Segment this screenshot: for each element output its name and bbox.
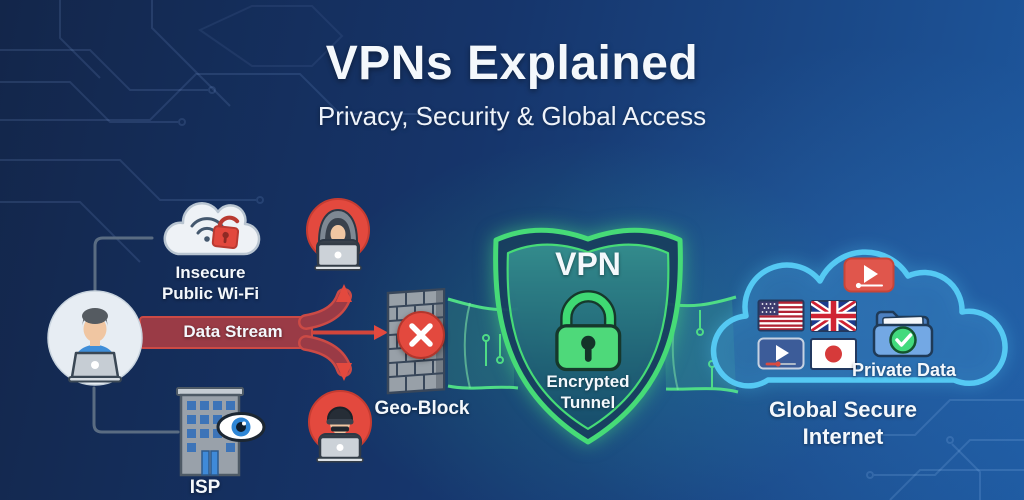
insecure-wifi-node bbox=[150, 186, 272, 275]
user-node bbox=[46, 289, 144, 392]
vpn-label: VPN bbox=[555, 246, 621, 282]
video-player-red-icon bbox=[843, 257, 895, 298]
insecure-wifi-label: Insecure Public Wi-Fi bbox=[161, 263, 260, 303]
data-stream-band bbox=[139, 284, 388, 381]
private-data-label: Private Data bbox=[851, 360, 957, 380]
isp-label: ISP bbox=[189, 477, 221, 498]
vpn-shield-node bbox=[477, 194, 699, 455]
isp-node bbox=[175, 385, 245, 482]
page-subtitle: Privacy, Security & Global Access bbox=[317, 101, 707, 131]
arrow-to-hacker-bottom bbox=[336, 363, 352, 381]
hacker-beanie-icon bbox=[308, 390, 372, 463]
wifi-cloud-unlocked-icon bbox=[163, 202, 261, 256]
tunnel-band-left bbox=[447, 297, 519, 390]
japan-flag-icon bbox=[809, 337, 858, 376]
hacker-hood-icon bbox=[306, 198, 370, 271]
uk-flag-icon bbox=[809, 299, 858, 338]
user-laptop-icon bbox=[47, 290, 143, 386]
arrow-to-hacker-top bbox=[336, 284, 352, 302]
us-flag-icon bbox=[757, 299, 805, 337]
encrypted-tunnel-label: Encrypted Tunnel bbox=[546, 372, 630, 412]
circuit-traces-bottomright bbox=[846, 399, 1024, 500]
blocked-x-icon bbox=[397, 311, 445, 359]
vpn-shield-icon bbox=[493, 227, 683, 445]
page-title: VPNs Explained bbox=[325, 37, 699, 90]
hacker-top-node bbox=[305, 198, 371, 277]
encrypted-padlock-icon bbox=[555, 290, 622, 372]
open-padlock-icon bbox=[211, 215, 240, 249]
surveillance-eye-icon bbox=[216, 411, 266, 448]
data-stream-label: Data Stream bbox=[183, 322, 283, 341]
geoblock-label: Geo-Block bbox=[374, 398, 470, 419]
check-icon bbox=[889, 326, 917, 354]
video-player-navy-icon bbox=[757, 337, 805, 375]
isp-building-icon bbox=[176, 387, 244, 477]
connector-user-to-wifi bbox=[93, 236, 154, 294]
global-secure-internet-label: Global Secure Internet bbox=[769, 397, 917, 449]
private-data-folder-icon bbox=[869, 300, 939, 367]
connector-user-to-isp bbox=[92, 386, 180, 434]
circuit-traces-topleft bbox=[0, 0, 434, 263]
hacker-bottom-node bbox=[307, 390, 373, 469]
header: VPNs Explained Privacy, Security & Globa… bbox=[0, 36, 1024, 132]
